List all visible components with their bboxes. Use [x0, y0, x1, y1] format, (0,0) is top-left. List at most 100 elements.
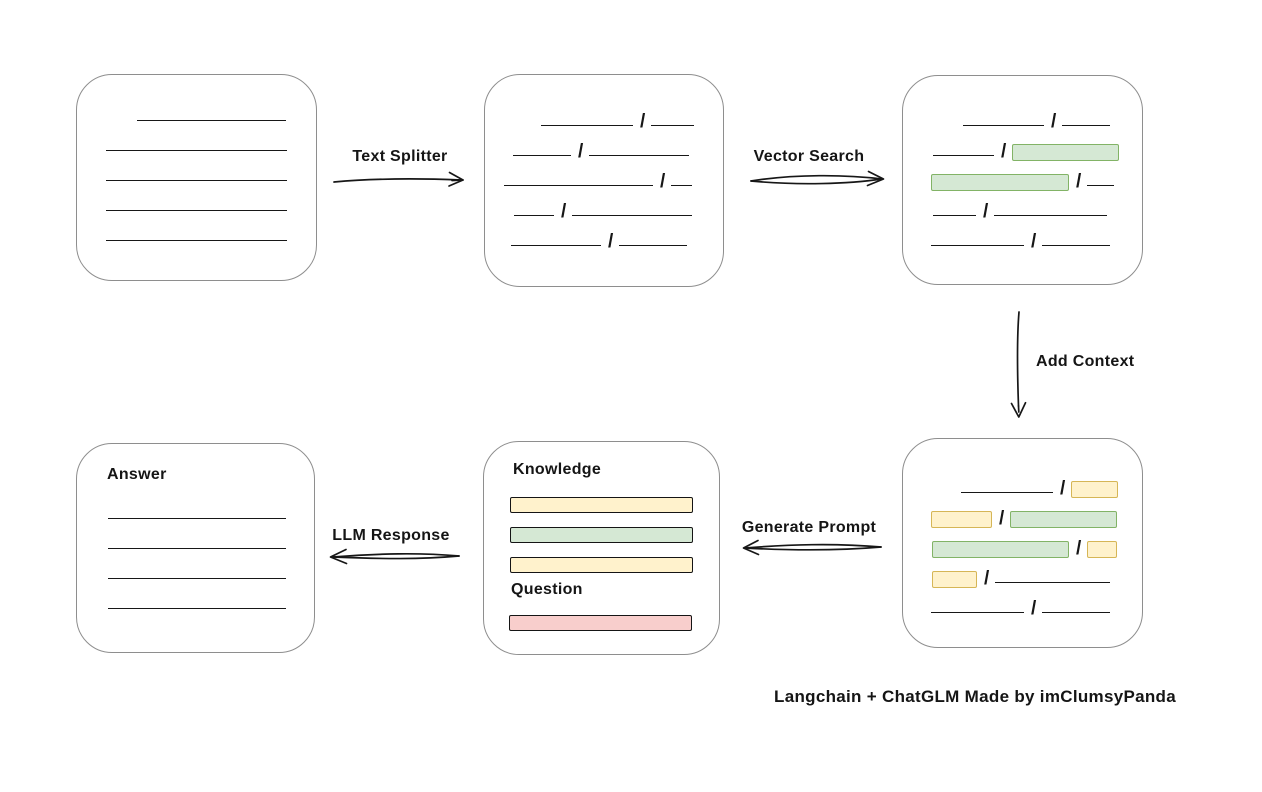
- sketch-text-row: [108, 525, 314, 555]
- arrow-label-generate-prompt: Generate Prompt: [741, 519, 877, 536]
- slash-separator: /: [984, 568, 990, 589]
- sketch-text-row: [106, 157, 316, 187]
- text-line: [995, 582, 1111, 583]
- sketch-text-row: [108, 555, 314, 585]
- highlight-green: [931, 174, 1069, 191]
- context-chunk-lines: / / / / /: [903, 439, 1142, 619]
- text-line: [1062, 125, 1111, 126]
- text-line: [1042, 245, 1111, 246]
- sketch-text-row: /: [514, 192, 723, 222]
- slash-separator: /: [1001, 141, 1007, 162]
- question-bars: [509, 615, 692, 645]
- text-line: [108, 578, 286, 579]
- document-lines: [77, 75, 316, 247]
- highlight-yellow: [1087, 541, 1118, 558]
- box-answer: Answer: [76, 443, 315, 653]
- arrow-label-llm-response: LLM Response: [332, 527, 450, 544]
- llm-response-arrow: [329, 548, 460, 565]
- text-line: [106, 240, 287, 241]
- slash-separator: /: [1076, 538, 1082, 559]
- sketch-text-row: /: [931, 222, 1142, 252]
- slash-separator: /: [660, 171, 666, 192]
- slash-separator: /: [1031, 231, 1037, 252]
- arrow-label-add-context: Add Context: [1036, 353, 1135, 370]
- text-line: [106, 210, 287, 211]
- sketch-text-row: [108, 495, 314, 525]
- text-line: [106, 180, 287, 181]
- question-label: Question: [511, 581, 583, 598]
- sketch-text-row: /: [931, 589, 1142, 619]
- sketch-text-row: /: [931, 162, 1142, 192]
- box-source-document: [76, 74, 317, 281]
- text-line: [1042, 612, 1111, 613]
- slash-separator: /: [1031, 598, 1037, 619]
- sketch-text-row: /: [513, 132, 723, 162]
- slash-separator: /: [983, 201, 989, 222]
- slash-separator: /: [608, 231, 614, 252]
- text-line: [961, 492, 1053, 493]
- text-line: [541, 125, 633, 126]
- sketch-text-row: [137, 97, 316, 127]
- box-split-chunks: /////: [484, 74, 724, 287]
- text-line: [106, 150, 287, 151]
- text-line: [619, 245, 688, 246]
- text-line: [933, 215, 976, 216]
- text-line: [651, 125, 695, 126]
- text-line: [931, 245, 1024, 246]
- box-vector-matches: / / / / /: [902, 75, 1143, 285]
- sketch-text-row: /: [541, 102, 723, 132]
- text-line: [589, 155, 690, 156]
- text-line: [1087, 185, 1115, 186]
- knowledge-bars: [510, 497, 693, 587]
- red-bar: [509, 615, 692, 631]
- slash-separator: /: [1060, 478, 1066, 499]
- highlight-green: [1012, 144, 1120, 161]
- answer-lines: [77, 444, 314, 615]
- highlight-yellow: [931, 511, 992, 528]
- slash-separator: /: [1051, 111, 1057, 132]
- knowledge-label: Knowledge: [513, 461, 602, 478]
- green-bar: [510, 527, 693, 543]
- text-line: [994, 215, 1108, 216]
- text-line: [572, 215, 693, 216]
- sketch-text-row: /: [933, 132, 1142, 162]
- sketch-text-row: /: [932, 559, 1142, 589]
- text-line: [963, 125, 1044, 126]
- highlight-green: [932, 541, 1069, 558]
- yellow-bar: [510, 557, 693, 573]
- slash-separator: /: [640, 111, 646, 132]
- slash-separator: /: [999, 508, 1005, 529]
- vector-search-arrow: [750, 170, 885, 187]
- text-line: [108, 518, 286, 519]
- text-line: [931, 612, 1024, 613]
- arrow-label-text-splitter: Text Splitter: [352, 148, 448, 165]
- highlight-green: [1010, 511, 1118, 528]
- sketch-text-row: [106, 127, 316, 157]
- add-context-arrow: [1010, 311, 1027, 418]
- text-line: [108, 548, 286, 549]
- sketch-text-row: /: [963, 102, 1142, 132]
- arrow-label-vector-search: Vector Search: [753, 148, 865, 165]
- text-line: [514, 215, 554, 216]
- slash-separator: /: [1076, 171, 1082, 192]
- generate-prompt-arrow: [742, 539, 882, 556]
- box-prompt: Knowledge Question: [483, 441, 720, 655]
- sketch-text-row: /: [961, 469, 1142, 499]
- text-line: [671, 185, 693, 186]
- answer-label: Answer: [107, 466, 167, 483]
- yellow-bar: [510, 497, 693, 513]
- sketch-text-row: [106, 187, 316, 217]
- vector-match-lines: / / / / /: [903, 76, 1142, 252]
- diagram-caption: Langchain + ChatGLM Made by imClumsyPand…: [774, 687, 1176, 706]
- text-line: [137, 120, 286, 121]
- slash-separator: /: [578, 141, 584, 162]
- highlight-yellow: [1071, 481, 1119, 498]
- sketch-text-row: /: [933, 192, 1142, 222]
- sketch-text-row: /: [511, 222, 723, 252]
- text-line: [108, 608, 286, 609]
- sketch-text-row: /: [931, 499, 1142, 529]
- box-context-chunks: / / / / /: [902, 438, 1143, 648]
- text-line: [933, 155, 994, 156]
- sketch-text-row: /: [932, 529, 1142, 559]
